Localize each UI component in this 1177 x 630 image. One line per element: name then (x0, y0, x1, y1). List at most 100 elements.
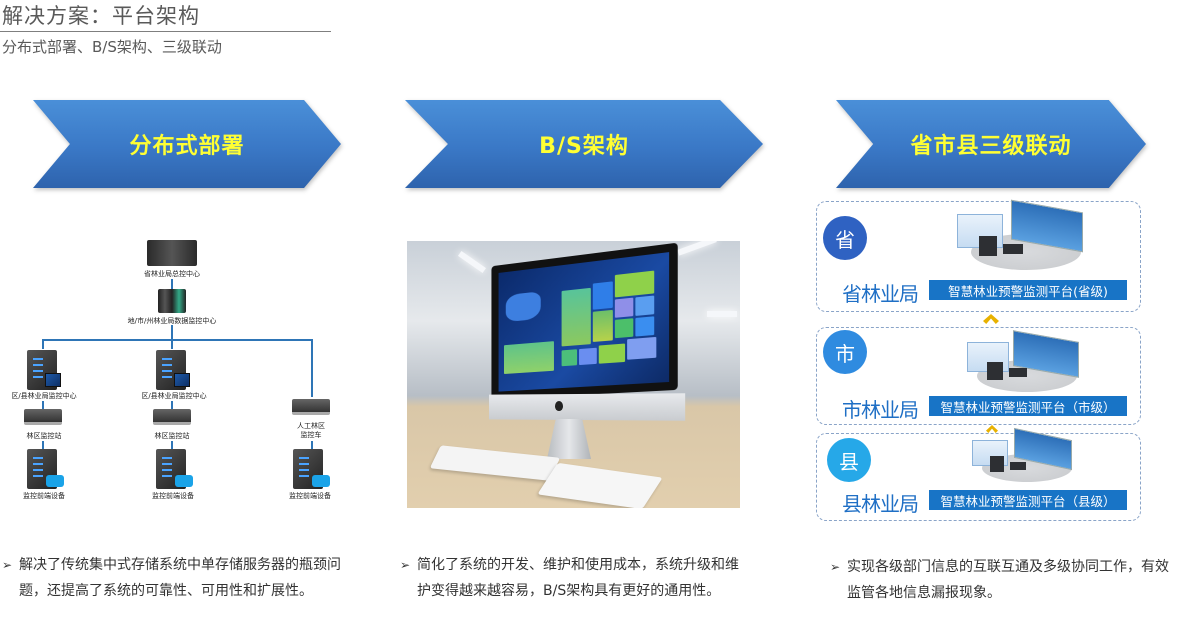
chevron-shape (33, 100, 341, 188)
dashboard-tile (627, 336, 657, 360)
node-label-branch1-mid: 林区监控站 (26, 432, 62, 440)
server-rack-icon (158, 289, 186, 313)
bullet-arrow-icon: ➢ (2, 558, 13, 572)
dashboard-display (498, 252, 670, 392)
dashboard-tile (635, 316, 655, 337)
monitor-icon (45, 373, 61, 387)
imac-screen (491, 242, 678, 400)
chevron-shape (405, 100, 763, 188)
connector (42, 441, 44, 449)
server-icon (990, 456, 1004, 472)
bullet-three-level: ➢ 实现各级部门信息的互联互通及多级协同工作，有效监管各地信息漏报现象。 (830, 554, 1177, 606)
monitoring-center-icon (972, 427, 1082, 484)
nvr-box-icon (292, 399, 330, 415)
bullet-text: 实现各级部门信息的互联互通及多级协同工作，有效监管各地信息漏报现象。 (847, 559, 1169, 601)
chevron-shape (836, 100, 1146, 188)
badge-county: 县 (827, 438, 871, 482)
page-title: 解决方案：平台架构 (2, 4, 200, 28)
node-label-city: 地/市/州林业局数据监控中心 (127, 317, 217, 325)
ceiling-light (707, 311, 737, 317)
ceiling-light (457, 250, 487, 274)
distributed-deployment-diagram: 省林业局总控中心 地/市/州林业局数据监控中心 区/县林业局监控中心 林区监控站… (0, 235, 360, 505)
page-subtitle: 分布式部署、B/S架构、三级联动 (2, 38, 222, 56)
chevron-three-level: 省市县三级联动 (836, 100, 1146, 188)
ceiling-light (677, 241, 717, 256)
database-icon (175, 475, 193, 487)
node-label-branch1-bottom: 监控前端设备 (23, 492, 65, 500)
server-cluster-icon (147, 240, 197, 266)
dashboard-tile (592, 309, 613, 342)
bullet-distributed: ➢ 解决了传统集中式存储系统中单存储服务器的瓶颈问题，还提高了系统的可靠性、可用… (2, 552, 347, 604)
connector (42, 339, 44, 349)
node-label-branch2-center: 区/县林业局监控中心 (141, 392, 207, 400)
platform-bar-county: 智慧林业预警监测平台（县级） (929, 490, 1127, 510)
tier-name-province: 省林业局 (842, 282, 919, 306)
node-label-branch2-mid: 林区监控站 (154, 432, 190, 440)
server-icon (979, 236, 997, 256)
badge-province: 省 (823, 216, 867, 260)
node-label-province: 省林业局总控中心 (144, 270, 200, 278)
bullet-arrow-icon: ➢ (830, 560, 841, 574)
bullet-arrow-icon: ➢ (400, 558, 411, 572)
dashboard-tile (503, 341, 554, 375)
connector (311, 339, 313, 397)
connector-horizontal (42, 339, 312, 341)
chevron-distributed: 分布式部署 (33, 100, 341, 188)
bullet-bs: ➢ 简化了系统的开发、维护和使用成本，系统升级和维护变得越来越容易，B/S架构具… (400, 552, 745, 604)
keyboard (429, 445, 561, 481)
console-icon (1009, 368, 1027, 377)
dashboard-tile (561, 349, 578, 367)
trackpad (537, 462, 663, 508)
connector (171, 339, 173, 349)
chevron-label: B/S架构 (539, 134, 629, 159)
tier-province: 省 省林业局 智慧林业预警监测平台(省级) (816, 199, 1141, 312)
dashboard-tile (561, 287, 591, 347)
tier-county: 县 县林业局 智慧林业预警监测平台（县级） (816, 427, 1141, 521)
node-label-branch1-center: 区/县林业局监控中心 (11, 392, 77, 400)
connector (171, 279, 173, 289)
badge-city: 市 (823, 330, 867, 374)
dashboard-tile (579, 347, 597, 366)
up-arrow-icon (983, 314, 999, 324)
imac-chin (489, 393, 686, 421)
apple-logo-icon (555, 401, 563, 411)
connector (171, 441, 173, 449)
dashboard-tile (592, 281, 613, 310)
tier-city: 市 市林业局 智慧林业预警监测平台（市级） (816, 327, 1141, 425)
server-icon (987, 362, 1003, 380)
dashboard-tile (598, 343, 626, 364)
node-label-branch3-center: 人工林区 监控车 (297, 422, 325, 439)
dashboard-tile (635, 295, 655, 316)
platform-bar-city: 智慧林业预警监测平台（市级） (929, 396, 1127, 416)
chevron-label: 省市县三级联动 (910, 134, 1072, 159)
platform-bar-province: 智慧林业预警监测平台(省级) (929, 280, 1127, 300)
imac-stand (547, 419, 591, 459)
bullet-text: 简化了系统的开发、维护和使用成本，系统升级和维护变得越来越容易，B/S架构具有更… (417, 557, 739, 599)
nvr-box-icon (24, 409, 62, 425)
nvr-box-icon (153, 409, 191, 425)
monitoring-center-icon (957, 199, 1087, 274)
console-icon (1010, 462, 1026, 470)
bs-architecture-photo (407, 241, 740, 508)
connector (171, 401, 173, 409)
connector (42, 401, 44, 409)
database-icon (312, 475, 330, 487)
database-icon (46, 475, 64, 487)
monitoring-center-icon (967, 330, 1087, 394)
tier-name-county: 县林业局 (842, 492, 919, 516)
bullet-text: 解决了传统集中式存储系统中单存储服务器的瓶颈问题，还提高了系统的可靠性、可用性和… (19, 557, 341, 599)
console-icon (1003, 244, 1023, 254)
map-tile (505, 291, 541, 323)
title-divider (0, 31, 331, 32)
node-label-branch3-bottom: 监控前端设备 (289, 492, 331, 500)
dashboard-tile (614, 270, 655, 298)
monitor-icon (174, 373, 190, 387)
chevron-bs: B/S架构 (405, 100, 763, 188)
chevron-label: 分布式部署 (129, 134, 245, 159)
connector (171, 325, 173, 339)
node-label-branch2-bottom: 监控前端设备 (152, 492, 194, 500)
tier-name-city: 市林业局 (842, 398, 919, 422)
dashboard-tile (614, 297, 634, 318)
up-arrow-icon (986, 425, 998, 433)
dashboard-tile (614, 318, 634, 339)
